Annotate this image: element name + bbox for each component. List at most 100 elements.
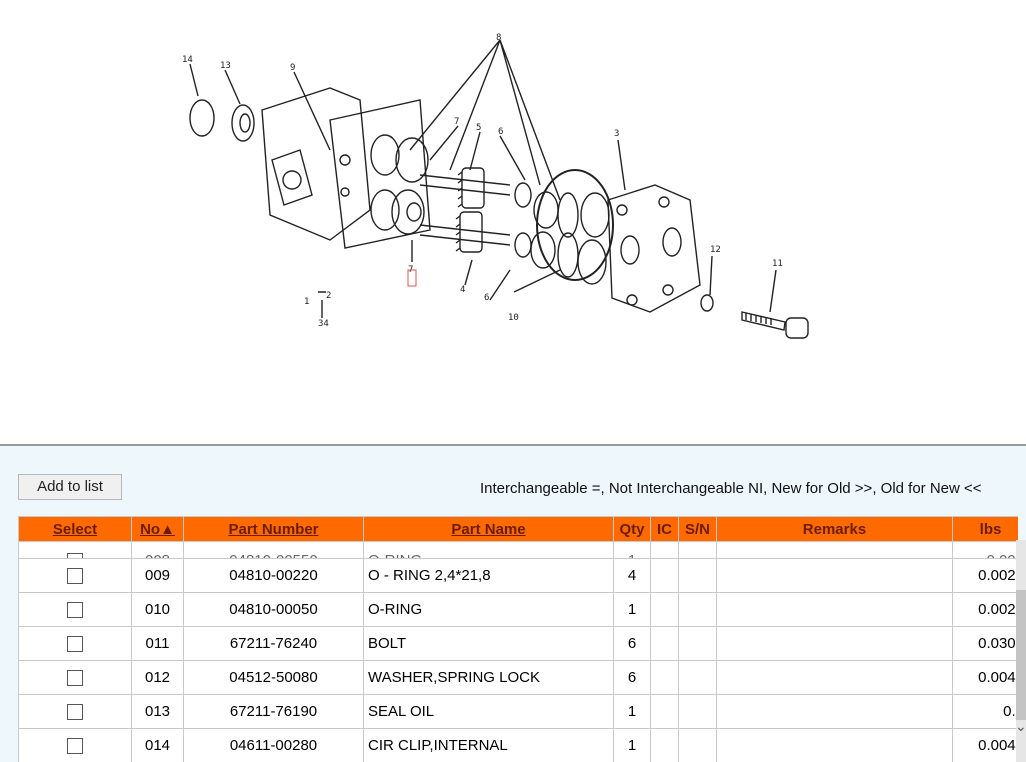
row-part-number: 67211-76190 (183, 694, 364, 729)
row-part-name: O-RING (368, 549, 609, 558)
row-sn (678, 558, 717, 593)
callout-4: 4 (460, 285, 465, 295)
row-part-number: 04810-00050 (183, 592, 364, 627)
row-no: 011 (131, 626, 184, 661)
callout-8: 8 (496, 33, 501, 43)
row-checkbox[interactable] (67, 553, 83, 558)
row-ic (650, 626, 679, 661)
row-ic (650, 694, 679, 729)
row-checkbox[interactable] (67, 568, 83, 585)
row-no: 008 (136, 549, 179, 558)
row-ic (650, 728, 679, 762)
row-remarks (716, 660, 953, 695)
table-row: 009 04810-00220 O - RING 2,4*21,8 4 0.00… (18, 558, 1018, 593)
row-part-number: 67211-76240 (183, 626, 364, 661)
row-sn (678, 592, 717, 627)
row-lbs: 0.0044 (952, 660, 1018, 695)
row-sn (678, 728, 717, 762)
row-remarks (716, 558, 953, 593)
row-checkbox[interactable] (67, 636, 83, 653)
row-lbs: 0.0022 (952, 592, 1018, 627)
row-part-name: O-RING (363, 592, 614, 627)
row-qty: 1 (613, 592, 651, 627)
table-row: 013 67211-76190 SEAL OIL 1 0.0 (18, 694, 1018, 729)
callout-6b: 6 (484, 293, 489, 303)
parts-list-panel: Add to list Interchangeable =, Not Inter… (0, 446, 1026, 762)
scrollbar-thumb[interactable] (1016, 590, 1026, 720)
row-part-name: CIR CLIP,INTERNAL (363, 728, 614, 762)
row-ic (650, 592, 679, 627)
callout-5: 5 (476, 123, 481, 133)
callout-6: 6 (498, 127, 503, 137)
row-qty: 6 (613, 626, 651, 661)
header-part-name[interactable]: Part Name (363, 516, 614, 542)
header-select[interactable]: Select (18, 516, 132, 542)
header-part-number[interactable]: Part Number (183, 516, 364, 542)
header-sn: S/N (678, 516, 717, 542)
row-sn (678, 660, 717, 695)
row-no: 009 (131, 558, 184, 593)
row-remarks (716, 626, 953, 661)
row-checkbox[interactable] (67, 738, 83, 755)
row-qty: 1 (613, 694, 651, 729)
table-row: 011 67211-76240 BOLT 6 0.0308 (18, 626, 1018, 661)
header-ic: IC (650, 516, 679, 542)
section-divider (0, 444, 1026, 446)
header-lbs: lbs (952, 516, 1018, 542)
circlip-drawing (189, 99, 215, 137)
row-part-number: 04810-00550 (188, 549, 359, 558)
row-part-name: BOLT (363, 626, 614, 661)
hotspot-marker[interactable] (407, 269, 417, 287)
callout-9: 9 (290, 63, 295, 73)
callout-3: 3 (614, 129, 619, 139)
row-ic (650, 660, 679, 695)
row-lbs: 0.0022 (952, 558, 1018, 593)
pump-exploded-view-drawing: 14 13 9 8 7 5 6 3 12 11 7 4 6 10 1 2 34 (182, 33, 809, 339)
row-remarks (716, 592, 953, 627)
row-part-name: O - RING 2,4*21,8 (363, 558, 614, 593)
row-remarks (716, 728, 953, 762)
row-part-name: SEAL OIL (363, 694, 614, 729)
callout-10: 10 (508, 313, 519, 323)
header-qty: Qty (613, 516, 651, 542)
table-row: 014 04611-00280 CIR CLIP,INTERNAL 1 0.00… (18, 728, 1018, 762)
header-remarks: Remarks (716, 516, 953, 542)
table-row: 012 04512-50080 WASHER,SPRING LOCK 6 0.0… (18, 660, 1018, 695)
row-checkbox[interactable] (67, 602, 83, 619)
row-sn (678, 626, 717, 661)
row-lbs: 0.004 (957, 549, 1018, 558)
row-lbs: 0.0308 (952, 626, 1018, 661)
exploded-parts-diagram: 14 13 9 8 7 5 6 3 12 11 7 4 6 10 1 2 34 (182, 33, 809, 339)
row-qty: 1 (613, 728, 651, 762)
table-row: 008 04810-00550 O-RING 1 0.004 (18, 541, 1018, 559)
row-part-number: 04810-00220 (183, 558, 364, 593)
parts-table-container[interactable]: Select No▲ Part Number Part Name Qty IC … (18, 516, 1018, 762)
row-no: 014 (131, 728, 184, 762)
chevron-down-icon[interactable]: ⌄ (1015, 718, 1026, 734)
row-no: 013 (131, 694, 184, 729)
callout-12: 12 (710, 245, 721, 255)
row-part-number: 04611-00280 (183, 728, 364, 762)
callout-34: 34 (318, 319, 329, 329)
add-to-list-button[interactable]: Add to list (18, 474, 122, 500)
row-qty: 4 (613, 558, 651, 593)
row-no: 012 (131, 660, 184, 695)
row-qty: 1 (618, 549, 646, 558)
callout-1: 1 (304, 297, 309, 307)
header-no[interactable]: No▲ (131, 516, 184, 542)
callout-14: 14 (182, 55, 193, 65)
table-row: 010 04810-00050 O-RING 1 0.0022 (18, 592, 1018, 627)
row-no: 010 (131, 592, 184, 627)
callout-7: 7 (454, 117, 459, 127)
row-ic (650, 558, 679, 593)
row-sn (678, 694, 717, 729)
row-checkbox[interactable] (67, 704, 83, 721)
row-part-number: 04512-50080 (183, 660, 364, 695)
row-checkbox[interactable] (67, 670, 83, 687)
row-lbs: 0.0044 (952, 728, 1018, 762)
row-remarks (716, 694, 953, 729)
row-lbs: 0.0 (952, 694, 1018, 729)
parts-table: Select No▲ Part Number Part Name Qty IC … (18, 516, 1018, 762)
interchangeability-legend: Interchangeable =, Not Interchangeable N… (480, 480, 982, 497)
row-part-name: WASHER,SPRING LOCK (363, 660, 614, 695)
